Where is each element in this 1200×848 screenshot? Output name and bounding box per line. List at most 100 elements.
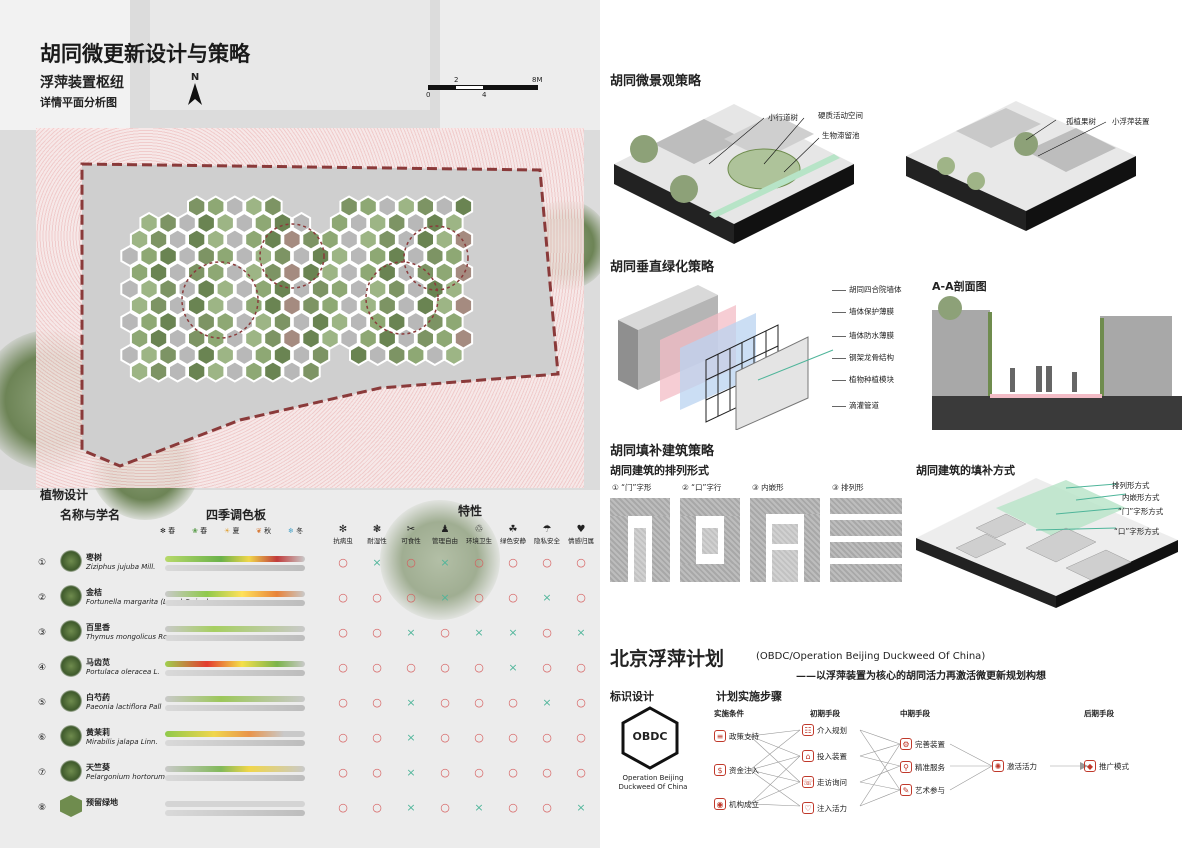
hex-planter (406, 310, 426, 334)
hex-planter (177, 310, 197, 334)
hex-planter (206, 228, 226, 251)
trait-mark: ○ (406, 556, 416, 569)
hex-planter (301, 228, 321, 251)
hex-planter (120, 244, 140, 268)
season-icon: ✻ (160, 527, 166, 535)
north-label: N (190, 72, 200, 83)
hex-planter (425, 211, 445, 235)
hex-planter (387, 343, 407, 367)
landscape-axonometric-2 (906, 101, 1136, 231)
hex-planter (282, 228, 302, 251)
layer-line (832, 335, 846, 337)
hex-planter (263, 294, 283, 317)
trait-label: 抗病虫 (333, 537, 353, 545)
hex-planter (310, 277, 331, 301)
hex-planter (158, 211, 178, 235)
hex-planter (244, 195, 264, 218)
hex-planter (377, 261, 397, 284)
trait-mark: × (406, 801, 416, 814)
hex-planter (206, 195, 226, 218)
trait-mark: ○ (474, 591, 484, 604)
season-bar-secondary (165, 705, 305, 711)
trait-icon: ✂ (406, 524, 416, 535)
plant-design-heading: 植物设计 (40, 488, 89, 502)
logo-caption-1: Operation Beijing (622, 774, 684, 782)
hex-planter (368, 310, 388, 334)
row-number: ① (38, 558, 47, 568)
trait-mark: × (576, 801, 586, 814)
hex-planter (263, 261, 283, 284)
hex-planter (215, 277, 235, 301)
hex-planter (215, 310, 235, 334)
hex-planter (196, 244, 216, 268)
hex-planter (310, 244, 331, 268)
trait-header: ♲环境卫生 (462, 524, 496, 545)
hex-planter (282, 360, 302, 383)
layer-text: 胡同四合院墙体 (849, 285, 902, 294)
layer-label: 钢架龙骨结构 (832, 352, 894, 363)
flow-node-label: 激活活力 (1007, 762, 1037, 771)
site-plan (80, 162, 560, 468)
col-name: 名称与学名 (60, 508, 121, 522)
plant-latin: Portulaca oleracea L. (86, 668, 160, 676)
hex-planter (320, 294, 340, 317)
flow-node-label: 推广模式 (1099, 762, 1129, 771)
trait-icon: ☂ (542, 524, 552, 535)
hex-planter (234, 211, 254, 235)
hex-planter (148, 228, 169, 251)
logo-text: OBDC (632, 730, 668, 743)
hex-planter (349, 244, 369, 268)
season-bar (165, 801, 305, 807)
tree-ring (365, 261, 439, 335)
trait-label: 可食性 (401, 537, 421, 545)
season-icon: ☀ (224, 527, 231, 535)
plant-design-table: 植物设计 名称与学名 四季调色板 特性 ✻ 春 ❀ 春 ☀ 夏 ❦ 秋 ❄ 冬 … (30, 480, 595, 840)
plant-cn: 枣树 (86, 553, 102, 562)
hex-planter (158, 244, 178, 268)
hex-planter (310, 343, 331, 367)
hex-planter (225, 228, 245, 251)
hex-planter (406, 211, 426, 235)
flow-node-icon: $ (714, 764, 726, 776)
flow-node-icon: ≡ (714, 730, 726, 742)
flow-node-label: 精准服务 (915, 763, 945, 772)
hex-planter (272, 343, 293, 367)
trait-mark: ○ (440, 731, 450, 744)
scale-tick: 4 (482, 91, 487, 99)
row-number: ③ (38, 628, 47, 638)
season-icon: ❦ (256, 527, 262, 535)
hex-planter (272, 277, 293, 301)
hex-planter (168, 228, 188, 251)
layer-line (832, 289, 846, 291)
flow-node-icon: ✺ (992, 760, 1004, 772)
plant-thumbnail (60, 550, 82, 572)
trait-header: ✻抗病虫 (326, 524, 360, 545)
plant-latin: Mirabilis jalapa Linn. (86, 738, 158, 746)
plant-thumbnail (60, 655, 82, 677)
trait-mark: ○ (576, 591, 586, 604)
hex-planter (139, 277, 159, 301)
hex-planter (196, 343, 216, 367)
layer-label: 植物种植模块 (832, 374, 894, 385)
hex-planter (291, 277, 312, 301)
season-row: ✻ 春 ❀ 春 ☀ 夏 ❦ 秋 ❄ 冬 (160, 526, 320, 540)
flow-node-icon: ⚙ (900, 738, 912, 750)
trait-mark: ○ (372, 591, 382, 604)
hex-planter (339, 228, 359, 251)
hex-planter (168, 261, 188, 284)
hex-planter (301, 294, 321, 317)
hex-planter (358, 294, 378, 317)
trait-mark: ○ (372, 626, 382, 639)
kou-shape-pattern (680, 498, 740, 582)
infill-axonometric (916, 478, 1178, 608)
hex-planter (244, 261, 264, 284)
hex-planter (358, 228, 378, 251)
hex-planter (444, 310, 464, 334)
hex-planter (263, 360, 283, 383)
trait-header: ❃耐湿性 (360, 524, 394, 545)
hex-planter (377, 228, 397, 251)
trait-mark: ○ (542, 661, 552, 674)
